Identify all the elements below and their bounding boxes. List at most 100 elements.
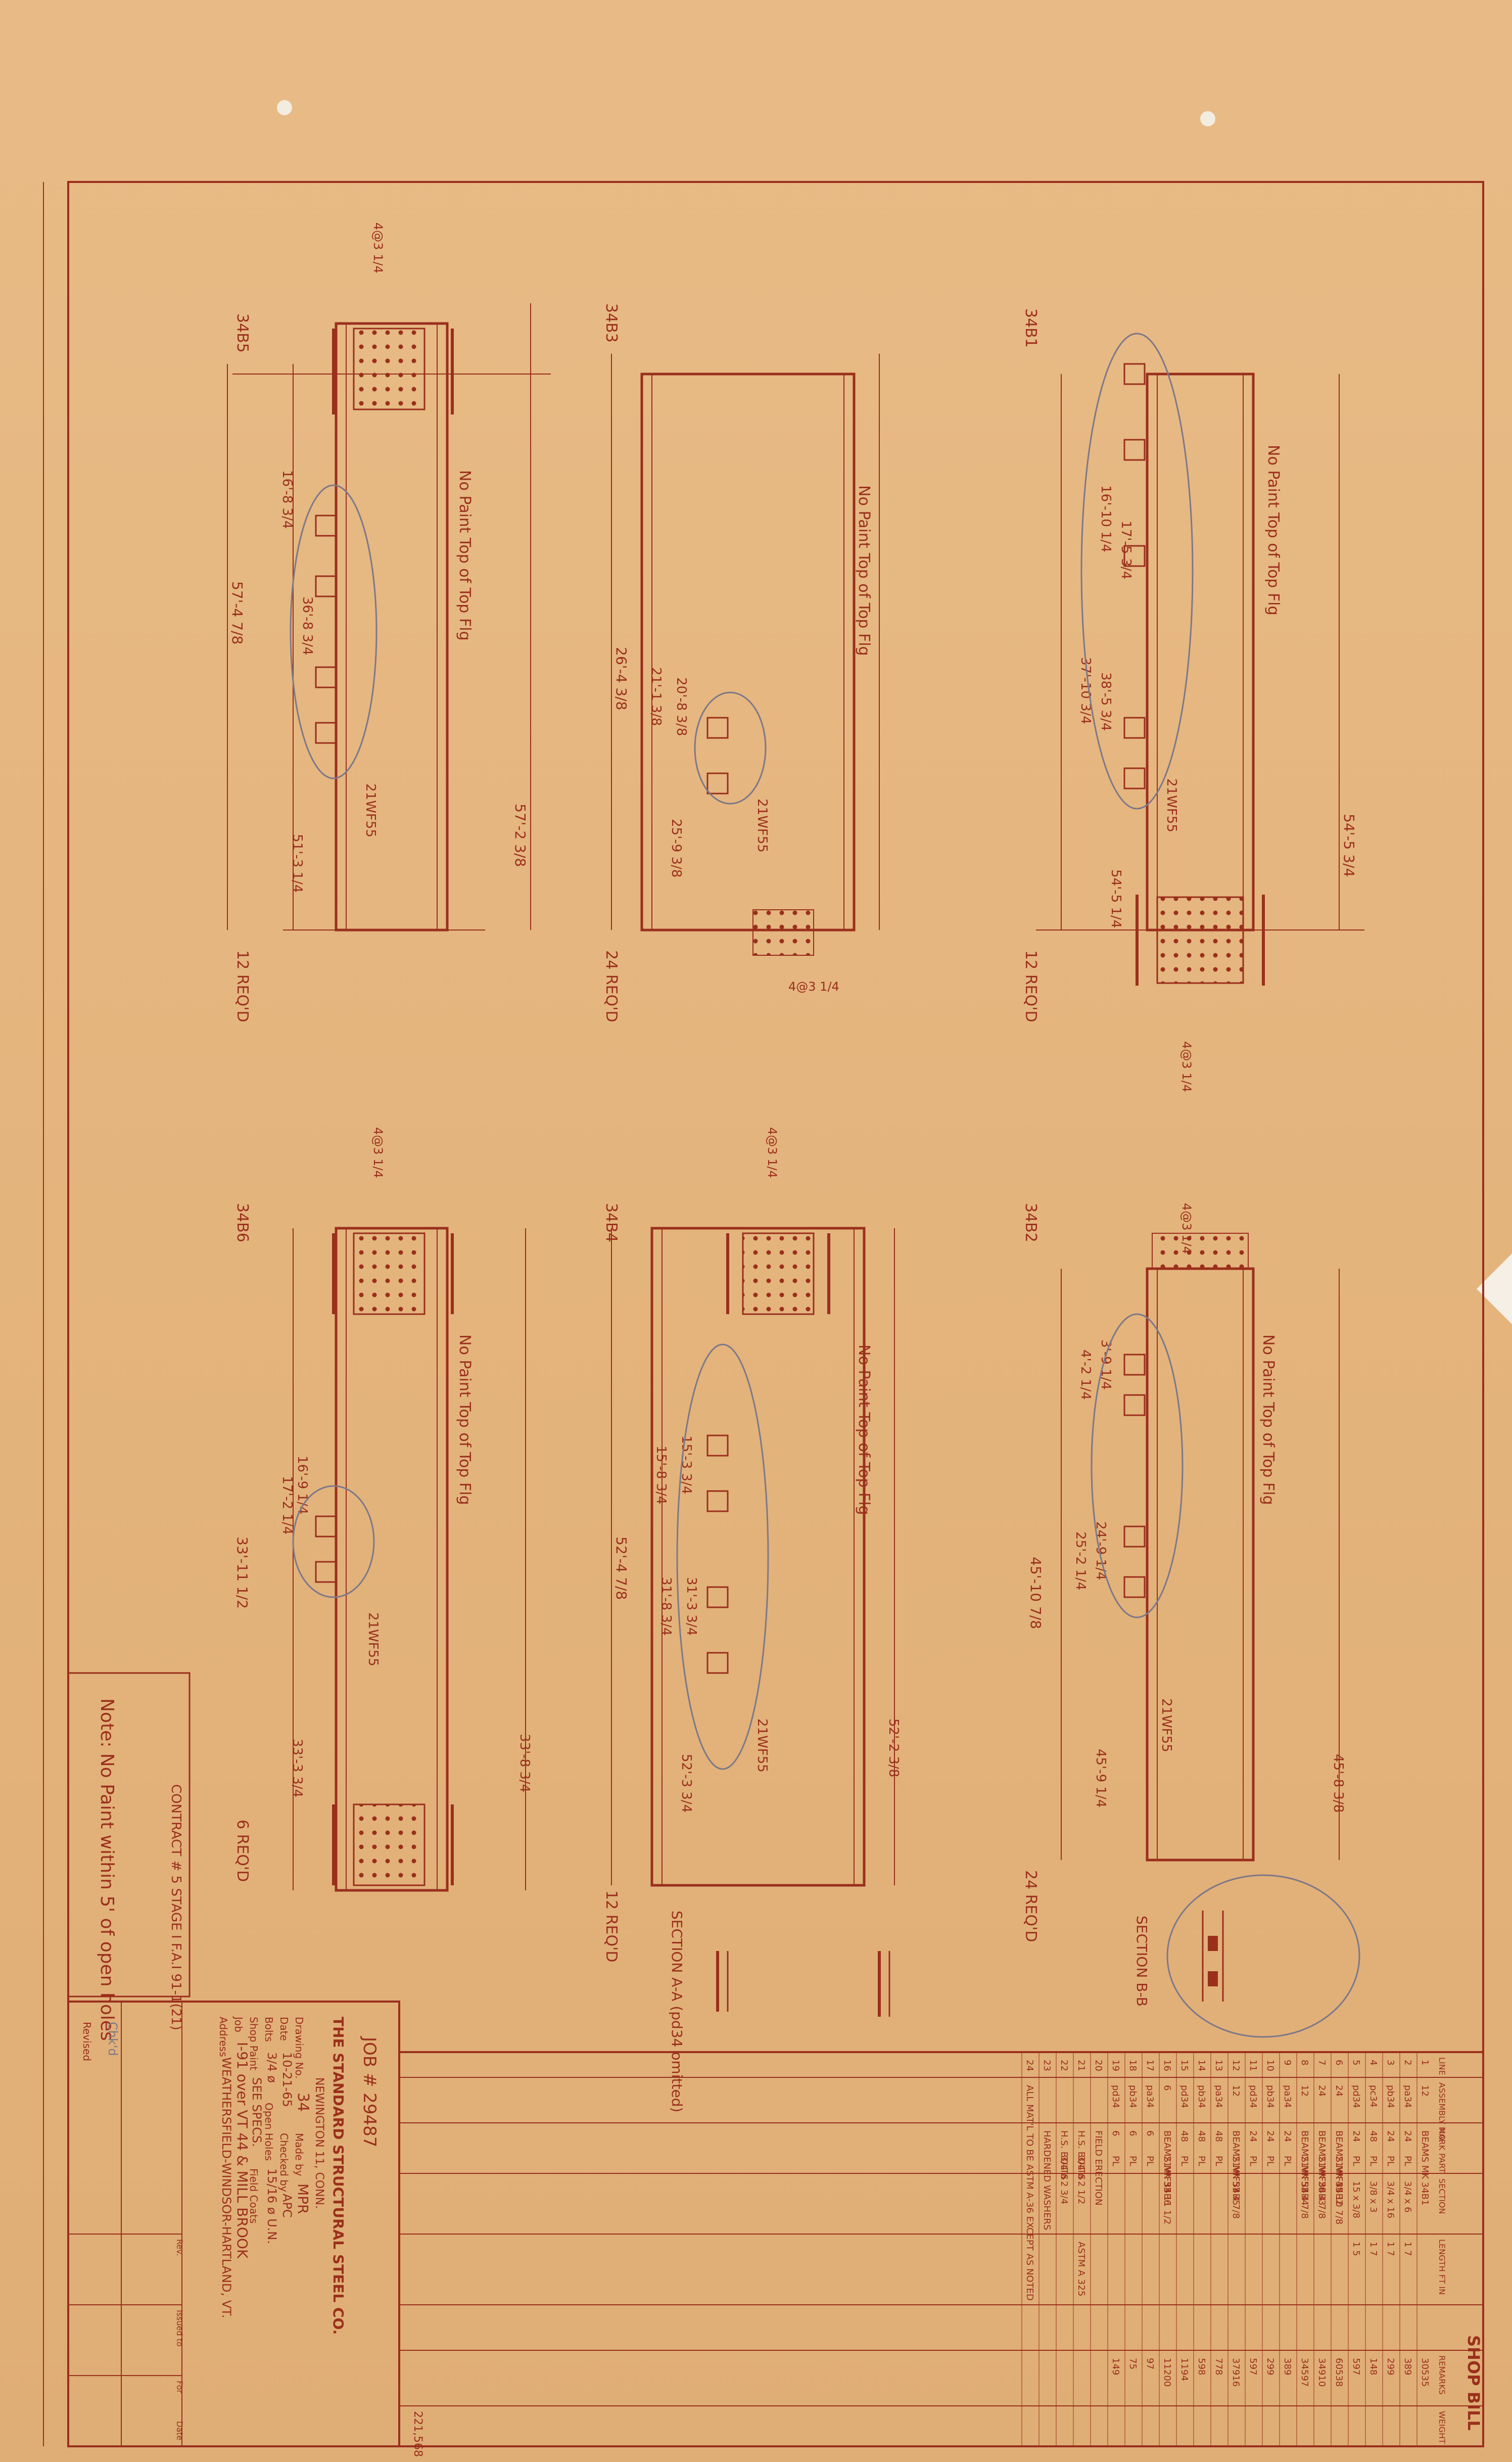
shop-paint-value: SEE SPECS. — [250, 2077, 264, 2147]
table-cell: 1 5 — [1351, 2242, 1361, 2256]
table-cell: 23 — [1042, 2060, 1052, 2071]
table-cell: 21WF55 — [1231, 2156, 1241, 2193]
header-assembly-mark: ASSEMBLY MARK — [1437, 2082, 1447, 2151]
table-cell: 97 — [1145, 2358, 1155, 2370]
company-name: THE STANDARD STRUCTURAL STEEL CO. — [330, 2017, 347, 2335]
beam-34B1-dim: 54'-5 1/4 — [1108, 869, 1123, 928]
beam-34B2-section: 21WF55 — [1159, 1698, 1174, 1752]
table-cell: pb34 — [1196, 2085, 1207, 2108]
table-cell: 1 7 — [1402, 2242, 1413, 2256]
revised-label: Revised — [81, 2022, 93, 2061]
section-bb: SECTION B-B — [1133, 1874, 1360, 2038]
table-cell: 12 — [1420, 2085, 1430, 2097]
beam-34B3-dim: 21'-1 3/8 — [648, 667, 664, 726]
table-cell: PL — [1145, 2156, 1155, 2166]
table-cell: 4 — [1368, 2060, 1379, 2065]
beam-34B3-paint-note: No Paint Top of Top Flg — [855, 485, 873, 656]
job-number: JOB # 29487 — [359, 2036, 380, 2147]
table-cell: BEAMS MK 34B4 — [1299, 2130, 1310, 2205]
open-holes-label: Open Holes — [263, 2103, 275, 2161]
table-cell: 24 — [1248, 2130, 1258, 2142]
table-cell: 33 11 1/2 — [1162, 2181, 1172, 2224]
table-cell: 3/8 x 3 — [1368, 2181, 1379, 2213]
table-cell: HARDENED WASHERS — [1042, 2130, 1052, 2230]
table-cell: 2 3/4 — [1059, 2181, 1069, 2204]
beam-34B2-dim: 4'-2 1/4 — [1078, 1350, 1093, 1400]
beam-34B3-dim: 25'-9 3/8 — [669, 819, 684, 877]
beam-34B6-dim: 4@3 1/4 — [371, 1127, 385, 1178]
beam-34B5-mark: 34B5 — [233, 313, 251, 353]
bolts-value: 3/4 ø — [265, 2052, 279, 2083]
beam-34B4-dim: 15'-8 3/4 — [653, 1446, 669, 1504]
beam-34B2: 34B2 24 REQ'D No Paint Top of Top Flg 21… — [1022, 1203, 1346, 1942]
beam-34B5-req: 12 REQ'D — [233, 950, 251, 1022]
open-holes-value: 15/16 ø U.N. — [265, 2168, 279, 2244]
table-cell: 1 7 — [1368, 2242, 1379, 2256]
beam-34B6-req: 6 REQ'D — [233, 1820, 251, 1882]
beam-34B5-paint-note: No Paint Top of Top Flg — [456, 470, 474, 641]
beam-34B1-req: 12 REQ'D — [1022, 950, 1040, 1022]
table-cell: 15 — [1179, 2060, 1190, 2071]
beam-34B3-mark: 34B3 — [602, 303, 620, 343]
beam-34B4-section: 21WF55 — [754, 1718, 770, 1773]
table-cell: 24 — [1351, 2130, 1361, 2142]
table-cell: 24 — [1402, 2130, 1413, 2142]
beam-34B5-dim: 36'-8 3/4 — [300, 596, 315, 655]
table-cell: 3/4 ø — [1059, 2156, 1069, 2179]
section-bb-label: SECTION B-B — [1133, 1916, 1150, 2007]
made-by: MPR — [295, 2184, 311, 2214]
table-cell: PL — [1282, 2156, 1293, 2166]
beam-34B2-dim: 3'-9 1/4 — [1098, 1339, 1113, 1390]
beam-34B1-dim: 37'-10 3/4 — [1078, 657, 1093, 724]
beam-34B6: 34B6 6 REQ'D No Paint Top of Top Flg 21W… — [233, 1127, 532, 1892]
table-cell: ALL MAT'L TO BE ASTM A-36 EXCEPT AS NOTE… — [1024, 2085, 1035, 2301]
punch-hole — [277, 100, 292, 115]
beam-34B3: 34B3 24 REQ'D No Paint Top of Top Flg 21… — [602, 303, 880, 1022]
table-cell: 24 — [1385, 2130, 1396, 2142]
beam-34B1-dim: 38'-5 3/4 — [1098, 672, 1113, 731]
table-cell: 5 — [1351, 2060, 1361, 2065]
table-cell: 389 — [1402, 2358, 1413, 2375]
table-cell: H.S. BOLTS — [1076, 2130, 1086, 2180]
table-cell: 48 — [1179, 2130, 1190, 2142]
beam-34B4-paint-note: No Paint Top of Top Flg — [855, 1344, 873, 1515]
table-cell: 18 — [1127, 2060, 1138, 2071]
table-cell: 48 — [1196, 2130, 1207, 2142]
beam-34B4-dim: 4@3 1/4 — [765, 1127, 779, 1178]
table-cell: 149 — [1110, 2358, 1121, 2375]
table-cell: 6 — [1110, 2130, 1121, 2136]
table-cell: 11200 — [1162, 2358, 1172, 2387]
table-cell: 48 — [1213, 2130, 1224, 2142]
table-cell: pa34 — [1213, 2085, 1224, 2108]
table-cell: 34910 — [1316, 2358, 1327, 2387]
table-cell: 24 — [1282, 2130, 1293, 2142]
shop-bill-table: SHOP BILL LINE ASSEMBLY MARK NO. PART SE… — [398, 2051, 1484, 2457]
table-cell: PL — [1179, 2156, 1190, 2166]
general-note: Note: No Paint within 5' of open holes — [97, 1698, 117, 2041]
beam-34B4: 34B4 12 REQ'D No Paint Top of Top Flg 21… — [602, 1127, 901, 1962]
table-cell: 6 — [1162, 2085, 1172, 2091]
table-cell: 24 — [1024, 2060, 1035, 2071]
table-cell: pd34 — [1351, 2085, 1361, 2108]
contract-note: CONTRACT # 5 STAGE I F.A.I 91-1(21) — [168, 1784, 183, 2030]
beam-34B1-dim: 54'-5 3/4 — [1341, 814, 1357, 877]
table-cell: 16 — [1162, 2060, 1172, 2071]
table-cell: pa34 — [1145, 2085, 1155, 2108]
beam-34B1: 34B1 12 REQ'D No Paint Top of Top Flg 21… — [1022, 308, 1364, 1092]
beam-34B2-dim: 45'-8 3/8 — [1331, 1754, 1346, 1813]
table-cell: ASTM A 325 — [1076, 2242, 1086, 2296]
table-cell: 24 — [1316, 2085, 1327, 2097]
header-part: PART — [1437, 2153, 1447, 2173]
table-cell: BEAMS MK 34B2 — [1334, 2130, 1344, 2205]
beam-34B4-dim: 31'-8 3/4 — [658, 1577, 674, 1636]
beam-34B3-section: 21WF55 — [754, 799, 770, 853]
table-cell: 26 4 7/8 — [1316, 2181, 1327, 2219]
issued-label: Issued to — [175, 2310, 184, 2347]
table-cell: 21WF55 — [1299, 2156, 1310, 2193]
checked-by-label: Checked by — [278, 2133, 290, 2192]
table-cell: PL — [1368, 2156, 1379, 2166]
table-cell: 6 — [1334, 2060, 1344, 2065]
beam-34B4-mark: 34B4 — [602, 1203, 620, 1242]
